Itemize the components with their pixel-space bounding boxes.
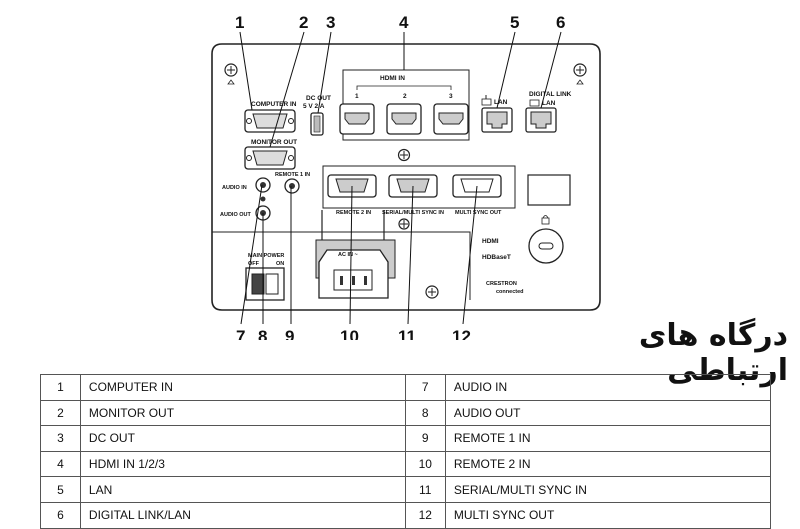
ports-table: 1 COMPUTER IN 7 AUDIO IN 2 MONITOR OUT 8… xyxy=(40,374,772,529)
port-name: DC OUT xyxy=(79,425,406,452)
callout-9: 9 xyxy=(285,327,294,340)
callout-8: 8 xyxy=(258,327,267,340)
port-name: HDMI IN 1/2/3 xyxy=(79,450,406,478)
lan-icon xyxy=(529,99,540,107)
computer-in-label: COMPUTER IN xyxy=(251,101,297,108)
port-number: 6 xyxy=(40,501,81,529)
callout-10: 10 xyxy=(340,327,359,340)
port-number: 1 xyxy=(40,374,81,401)
hdbaset-logo: HDBaseT xyxy=(482,254,511,261)
callout-4: 4 xyxy=(399,13,409,32)
remote-2-in-label: REMOTE 2 IN xyxy=(336,210,371,216)
screw-icon xyxy=(425,285,439,299)
port-number: 9 xyxy=(404,425,446,452)
hdmi-in-1-port xyxy=(339,103,375,135)
remote-1-in-jack xyxy=(284,178,300,194)
port-name: DIGITAL LINK/LAN xyxy=(79,501,406,529)
leader-lines xyxy=(239,31,562,325)
port-name: AUDIO OUT xyxy=(444,399,772,427)
rear-panel-diagram: COMPUTER IN MONITOR OUT DC OUT 5 V 2 A H… xyxy=(211,13,601,340)
multi-sync-out-label: MULTI SYNC OUT xyxy=(455,210,502,216)
table-row: 6 DIGITAL LINK/LAN 12 MULTI SYNC OUT xyxy=(40,501,772,529)
main-power-switch xyxy=(245,267,285,301)
callout-3: 3 xyxy=(326,13,335,32)
ac-in-label: AC IN ~ xyxy=(338,252,358,258)
port-number: 5 xyxy=(40,476,81,503)
off-label: OFF xyxy=(248,261,260,267)
port-name: MONITOR OUT xyxy=(79,399,406,427)
callout-7: 7 xyxy=(236,327,245,340)
digital-link-lan-port xyxy=(525,107,557,133)
port-name: MULTI SYNC OUT xyxy=(444,501,772,529)
digital-link-label: DIGITAL LINK xyxy=(529,91,572,98)
hdmi-logo: HDMI xyxy=(482,238,499,245)
screw-icon xyxy=(397,148,411,162)
table-row: 3 DC OUT 9 REMOTE 1 IN xyxy=(40,425,772,452)
blank-panel xyxy=(527,174,571,206)
main-power-label: MAIN POWER xyxy=(248,253,284,259)
port-number: 2 xyxy=(40,399,81,427)
port-number: 3 xyxy=(40,425,81,452)
callout-12: 12 xyxy=(452,327,471,340)
hdmi-3-label: 3 xyxy=(449,93,453,100)
security-slot xyxy=(528,228,564,264)
ac-inlet xyxy=(315,210,396,299)
audio-in-jack xyxy=(255,177,271,193)
table-row: 2 MONITOR OUT 8 AUDIO OUT xyxy=(40,399,772,427)
hdmi-in-label: HDMI IN xyxy=(380,75,405,82)
port-number: 4 xyxy=(40,450,81,478)
on-label: ON xyxy=(276,261,284,267)
port-name: SERIAL/MULTI SYNC IN xyxy=(444,476,772,503)
screw-icon xyxy=(398,218,410,230)
remote-1-in-label: REMOTE 1 IN xyxy=(275,172,310,178)
monitor-out-label: MONITOR OUT xyxy=(251,139,297,146)
screw-icon xyxy=(260,196,266,202)
callout-2: 2 xyxy=(299,13,308,32)
callout-6: 6 xyxy=(556,13,565,32)
lan-icon xyxy=(481,95,492,106)
serial-multi-sync-in-label: SERIAL/MULTI SYNC IN xyxy=(382,210,444,216)
port-name: REMOTE 1 IN xyxy=(444,425,772,452)
lock-icon xyxy=(541,215,550,225)
crestron-logo: CRESTRON xyxy=(486,281,517,287)
serial-group-frame xyxy=(322,165,516,209)
crestron-sub: connected xyxy=(496,289,524,295)
table-row: 4 HDMI IN 1/2/3 10 REMOTE 2 IN xyxy=(40,450,772,478)
screw-icon xyxy=(224,63,238,85)
table-row: 1 COMPUTER IN 7 AUDIO IN xyxy=(40,374,772,401)
lan-label: LAN xyxy=(494,99,508,106)
screw-icon xyxy=(573,63,587,85)
audio-out-label: AUDIO OUT xyxy=(220,212,252,218)
port-number: 12 xyxy=(404,501,446,529)
hdmi-in-2-port xyxy=(386,103,422,135)
table-row: 5 LAN 11 SERIAL/MULTI SYNC IN xyxy=(40,476,772,503)
dc-out-label: DC OUT xyxy=(306,95,331,102)
hdmi-2-label: 2 xyxy=(403,93,407,100)
hdmi-1-label: 1 xyxy=(355,93,359,100)
dc-out-rating: 5 V 2 A xyxy=(303,103,325,110)
port-number: 10 xyxy=(404,450,446,478)
port-number: 7 xyxy=(404,374,446,401)
audio-in-label: AUDIO IN xyxy=(222,185,247,191)
power-area-frame xyxy=(212,231,471,300)
callout-5: 5 xyxy=(510,13,519,32)
port-name: AUDIO IN xyxy=(444,374,772,401)
port-name: COMPUTER IN xyxy=(79,374,406,401)
lan-port xyxy=(481,107,513,133)
port-number: 11 xyxy=(404,476,446,503)
hdmi-in-3-port xyxy=(433,103,469,135)
callout-11: 11 xyxy=(398,327,416,340)
callout-1: 1 xyxy=(235,13,244,32)
digital-link-lan-label: LAN xyxy=(542,100,556,107)
port-name: LAN xyxy=(79,476,406,503)
port-name: REMOTE 2 IN xyxy=(444,450,772,478)
port-number: 8 xyxy=(404,399,446,427)
